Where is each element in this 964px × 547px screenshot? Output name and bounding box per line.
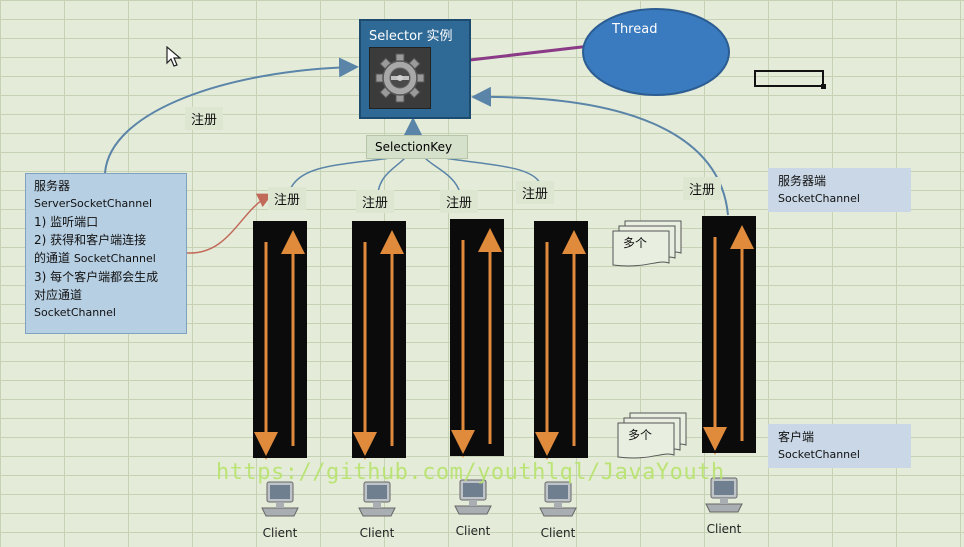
channel-1 <box>253 221 307 458</box>
watermark-url: https://github.com/youthlql/JavaYouth <box>216 460 725 485</box>
register-label-5: 注册 <box>683 177 722 200</box>
server-line-4: 的通道 SocketChannel <box>34 249 178 268</box>
register-label-2: 注册 <box>356 190 395 213</box>
branch-line-1 <box>289 157 391 191</box>
multi-docs-top <box>612 220 682 267</box>
server-side-sub: SocketChannel <box>778 192 860 205</box>
multi-docs-bottom-label: 多个 <box>628 428 653 442</box>
server-line-6: 对应通道 <box>34 288 83 302</box>
server-line-7: SocketChannel <box>34 306 116 319</box>
computer-icon <box>261 481 299 517</box>
server-register-arrow <box>104 57 359 174</box>
register-label-3: 注册 <box>440 190 479 213</box>
gear-icon <box>375 53 425 103</box>
selector-title: Selector 实例 <box>369 29 453 44</box>
mouse-cursor-icon <box>166 46 182 67</box>
server-line-1: ServerSocketChannel <box>34 197 153 210</box>
branch-line-4 <box>444 157 541 184</box>
client-label: Client <box>706 522 742 536</box>
client-3: Client <box>443 478 503 538</box>
channel-4 <box>534 221 588 458</box>
client-side-title: 客户端 <box>778 430 815 444</box>
client-2: Client <box>347 480 407 540</box>
multi-docs-bottom <box>617 412 687 459</box>
client-side-sub: SocketChannel <box>778 448 860 461</box>
client-label: Client <box>540 526 576 540</box>
server-side-title: 服务器端 <box>778 174 827 188</box>
server-line-4a: 的通道 <box>34 251 74 265</box>
computer-icon <box>705 477 743 513</box>
computer-icon <box>358 481 396 517</box>
server-description-box: 服务器 ServerSocketChannel 1) 监听端口 2) 获得和客户… <box>25 173 187 334</box>
channel-3 <box>450 219 504 456</box>
server-line-4b: SocketChannel <box>73 252 156 265</box>
computer-icon <box>454 479 492 515</box>
channel-5 <box>702 216 756 453</box>
server-line-3: 2) 获得和客户端连接 <box>34 233 147 247</box>
client-label: Client <box>359 526 395 540</box>
branch-line-3 <box>424 157 461 194</box>
channel-2 <box>352 221 406 458</box>
computer-icon <box>539 481 577 517</box>
selector-thread-link <box>469 44 591 62</box>
selection-handle <box>821 84 826 89</box>
thread-label: Thread <box>612 22 658 37</box>
client-5: Client <box>694 476 754 536</box>
register-label-main: 注册 <box>185 107 224 130</box>
client-4: Client <box>528 480 588 540</box>
server-to-channel-arrow <box>186 193 273 254</box>
server-side-box: 服务器端 SocketChannel <box>768 168 911 212</box>
selectionkey-box: SelectionKey <box>366 135 468 159</box>
selector-box: Selector 实例 <box>359 19 471 119</box>
server-line-2: 1) 监听端口 <box>34 215 99 229</box>
selection-rectangle <box>754 70 824 87</box>
multi-docs-top-label: 多个 <box>623 236 648 250</box>
thread-ellipse <box>582 8 730 96</box>
register-label-1: 注册 <box>268 187 307 210</box>
client-label: Client <box>262 526 298 540</box>
client-label: Client <box>455 524 491 538</box>
client-1: Client <box>250 480 310 540</box>
gear-image <box>369 47 431 109</box>
server-title: 服务器 <box>34 179 71 193</box>
branch-line-2 <box>377 157 406 194</box>
register-label-4: 注册 <box>516 181 555 204</box>
server-line-5: 3) 每个客户端都会生成 <box>34 270 159 284</box>
client-side-box: 客户端 SocketChannel <box>768 424 911 468</box>
